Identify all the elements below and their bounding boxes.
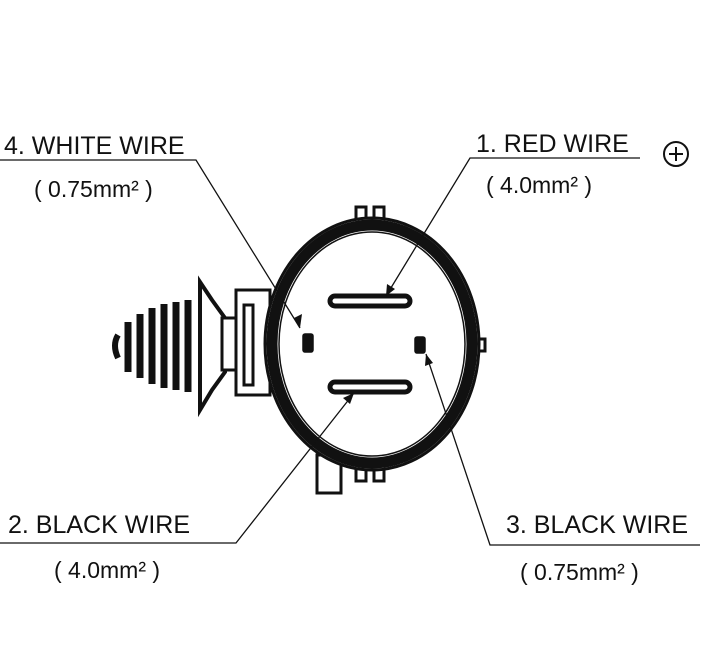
wire-3-label: 3. BLACK WIRE [506,511,688,539]
leader-lines [0,157,700,546]
terminal-2 [327,379,413,395]
wire-2-size: ( 4.0mm² ) [54,557,160,583]
wire-4-size: ( 0.75mm² ) [34,176,153,202]
wire-1-size: ( 4.0mm² ) [486,172,592,198]
plus-circle-icon [663,141,689,167]
terminal-1 [327,293,413,309]
wire-4-label: 4. WHITE WIRE [4,132,185,160]
terminal-3 [414,336,426,354]
connector-housing [263,216,481,472]
cable-boot [112,275,240,418]
terminals [302,293,426,395]
wire-1-label: 1. RED WIRE [476,130,629,158]
terminal-4 [302,333,314,353]
wire-3-size: ( 0.75mm² ) [520,559,639,585]
wire-2-label: 2. BLACK WIRE [8,511,190,539]
